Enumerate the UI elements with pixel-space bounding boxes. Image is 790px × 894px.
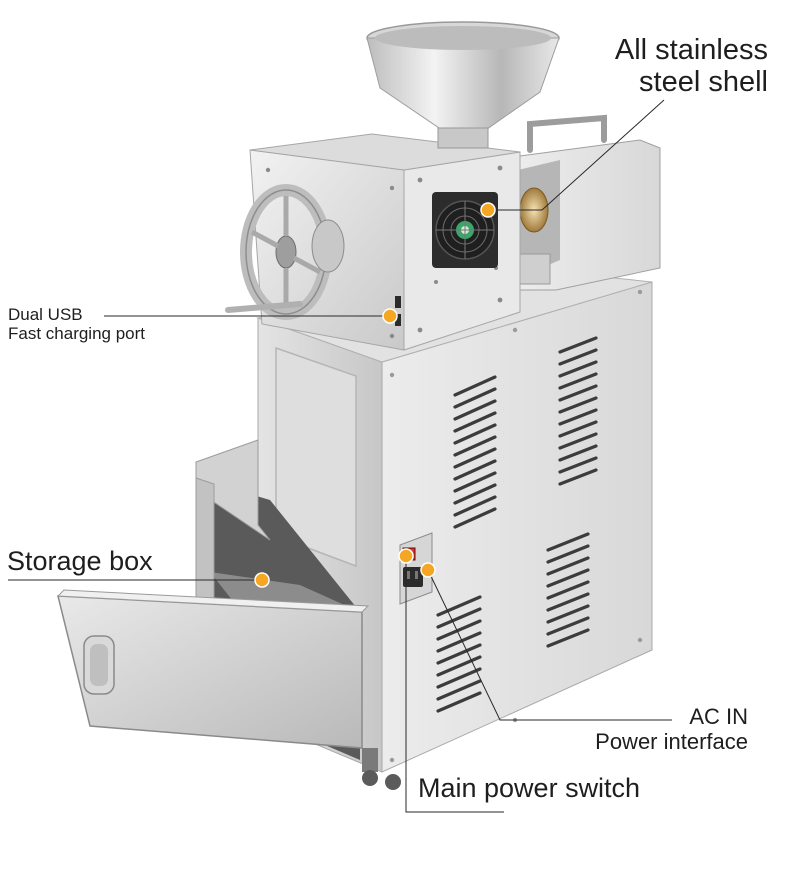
cabinet-recessed-panel xyxy=(275,346,357,568)
usb-ports xyxy=(395,296,401,326)
vent-grille-upper-left xyxy=(453,375,497,529)
leader-lines xyxy=(8,99,672,813)
label-stainless-shell-line1: All stainless xyxy=(614,34,768,66)
leader-line-ac xyxy=(427,569,672,721)
handwheel xyxy=(240,184,345,320)
label-usb-port: Dual USB Fast charging port xyxy=(8,305,145,343)
marker-shell xyxy=(480,202,496,218)
vent-grille-lower-right xyxy=(546,532,590,648)
hopper-funnel xyxy=(366,21,560,149)
label-usb-port-line2: Fast charging port xyxy=(8,324,146,344)
marker-switch xyxy=(398,548,414,564)
handwheel-hub xyxy=(311,219,345,273)
label-stainless-shell: All stainless steel shell xyxy=(615,34,768,99)
press-lever xyxy=(225,301,303,313)
press-head-top xyxy=(249,133,521,171)
cabinet-screws xyxy=(389,289,643,763)
cabinet-right-face xyxy=(381,281,653,773)
label-stainless-shell-line2: steel shell xyxy=(639,66,768,99)
vent-grille-upper-right xyxy=(558,336,598,486)
label-ac-in-line1: AC IN xyxy=(689,704,748,729)
leader-line-switch xyxy=(405,556,504,813)
leader-line-shell xyxy=(488,99,665,211)
carry-handle xyxy=(527,114,607,153)
caster-wheels xyxy=(362,748,401,790)
marker-ac xyxy=(420,562,436,578)
storage-box-door-edge xyxy=(56,589,370,613)
label-ac-in: AC IN Power interface xyxy=(595,704,748,754)
label-main-power-switch: Main power switch xyxy=(418,773,641,803)
label-usb-port-line1: Dual USB xyxy=(8,305,83,324)
vent-grille-lower-left xyxy=(436,595,482,713)
callout-markers xyxy=(254,202,496,588)
marker-usb xyxy=(382,308,398,324)
label-ac-in-line2: Power interface xyxy=(595,728,748,754)
marker-storage xyxy=(254,572,270,588)
label-storage-box: Storage box xyxy=(7,546,153,576)
